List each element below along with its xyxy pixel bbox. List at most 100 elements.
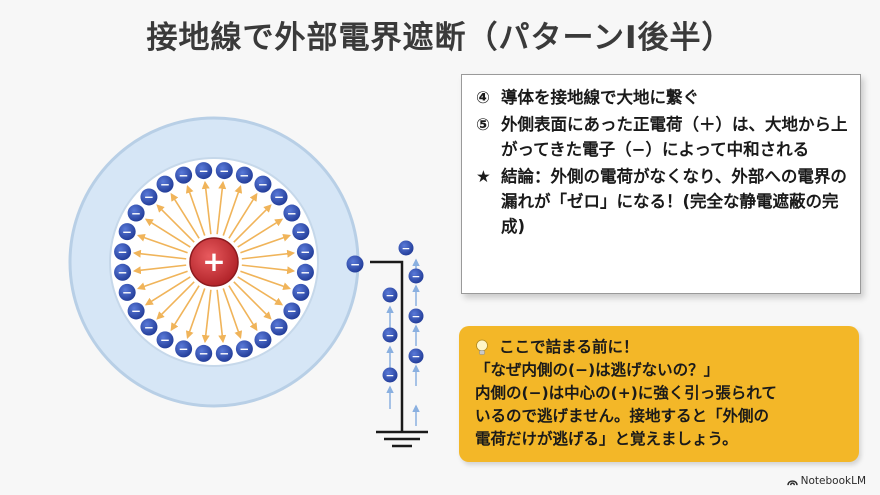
field-arrow — [132, 249, 187, 260]
svg-text:−: − — [144, 320, 154, 334]
inner-electron: − — [140, 188, 158, 206]
inner-electron: − — [215, 344, 233, 362]
inner-electron: − — [175, 340, 193, 358]
svg-text:−: − — [386, 370, 395, 382]
svg-text:−: − — [199, 347, 209, 361]
inner-electron: − — [118, 223, 136, 241]
svg-text:−: − — [258, 333, 268, 347]
inner-electron: − — [114, 243, 132, 261]
note-line-2: 内側の(−)は中心の(+)に強く引っ張られて — [475, 384, 777, 402]
field-arrow — [237, 276, 284, 306]
inner-electron: − — [296, 243, 314, 261]
svg-text:−: − — [118, 266, 128, 280]
field-arrow — [185, 288, 206, 340]
inner-electron: − — [127, 302, 145, 320]
svg-text:−: − — [287, 206, 297, 220]
ground-electron: − — [408, 308, 424, 324]
svg-text:−: − — [300, 266, 310, 280]
field-arrow — [170, 285, 200, 332]
brand-label: NotebookLM — [800, 475, 866, 487]
svg-text:−: − — [144, 190, 154, 204]
field-arrow — [144, 218, 191, 248]
svg-text:−: − — [412, 271, 421, 283]
svg-text:−: − — [239, 342, 249, 356]
svg-text:−: − — [219, 164, 229, 178]
inner-electron: − — [292, 223, 310, 241]
inner-electron: − — [140, 318, 158, 336]
inner-electron: − — [175, 166, 193, 184]
field-arrow — [233, 204, 272, 243]
field-arrow — [132, 264, 187, 275]
field-arrow — [222, 184, 243, 236]
ground-electron: − — [408, 348, 424, 364]
svg-text:−: − — [131, 206, 141, 220]
field-arrow — [241, 249, 296, 260]
svg-text:−: − — [402, 243, 411, 255]
star-icon: ★ — [476, 167, 491, 186]
svg-text:−: − — [287, 304, 297, 318]
step-4-marker: ④ — [476, 88, 490, 107]
svg-text:−: − — [386, 330, 395, 342]
explanation-box: ④ 導体を接地線で大地に繋ぐ ⑤ 外側表面にあった正電荷（＋）は、大地から上がっ… — [461, 74, 861, 294]
page-title: 接地線で外部電界遮断（パターンⅠ後半） — [146, 20, 734, 56]
inner-surface-charges: −−−−−−−−−−−−−−−−−−−−−−−−−−−− — [114, 162, 314, 362]
svg-text:−: − — [179, 168, 189, 182]
inner-electron: − — [156, 331, 174, 349]
svg-text:−: − — [412, 311, 421, 323]
ground-electron: − — [382, 327, 398, 343]
svg-text:−: − — [219, 347, 229, 361]
brand-watermark: NotebookLM — [786, 475, 866, 487]
field-arrow — [144, 276, 191, 306]
field-arrow — [201, 289, 212, 344]
note-heading: ここで詰まる前に！ — [499, 338, 639, 356]
field-arrow — [136, 233, 188, 254]
svg-text:−: − — [160, 333, 170, 347]
svg-text:−: − — [160, 177, 170, 191]
outer-surface-electron: − — [346, 255, 364, 273]
note-line-3: いるので逃げません。接地すると「外側の — [475, 407, 770, 425]
svg-text:−: − — [300, 245, 310, 259]
conclusion-text: 結論：外側の電荷がなくなり、外部への電界の漏れが「ゼロ」になる！(完全な静電遮蔽… — [501, 167, 847, 236]
tip-note: ここで詰まる前に！ 「なぜ内側の(−)は逃げないの？」 内側の(−)は中心の(+… — [459, 326, 859, 462]
inner-electron: − — [127, 204, 145, 222]
svg-text:−: − — [274, 320, 284, 334]
step-5-text: 外側表面にあった正電荷（＋）は、大地から上がってきた電子（−）によって中和される — [501, 115, 848, 159]
field-arrow — [170, 192, 200, 239]
svg-text:−: − — [199, 164, 209, 178]
svg-text:−: − — [122, 225, 132, 239]
field-arrow — [228, 285, 258, 332]
inner-electron: − — [254, 331, 272, 349]
center-positive-charge: + — [189, 237, 239, 287]
field-arrow — [216, 289, 227, 344]
field-arrow — [233, 281, 272, 320]
svg-text:−: − — [118, 245, 128, 259]
field-arrow — [136, 270, 188, 291]
inner-electron: − — [156, 175, 174, 193]
inner-electron: − — [118, 283, 136, 301]
svg-text:−: − — [296, 286, 306, 300]
field-arrow — [201, 180, 212, 235]
field-arrow — [240, 270, 292, 291]
notebooklm-logo-icon — [786, 479, 798, 485]
field-arrow — [237, 218, 284, 248]
inner-electron: − — [296, 263, 314, 281]
inner-electron: − — [270, 188, 288, 206]
svg-text:−: − — [122, 286, 132, 300]
field-arrow — [156, 281, 195, 320]
rising-electrons: − − − − − − − — [382, 240, 424, 426]
ground-electron: − — [398, 240, 414, 256]
svg-text:−: − — [412, 351, 421, 363]
inner-electron: − — [195, 344, 213, 362]
svg-text:−: − — [274, 190, 284, 204]
inner-electron: − — [235, 166, 253, 184]
step-5: ⑤ 外側表面にあった正電荷（＋）は、大地から上がってきた電子（−）によって中和さ… — [476, 112, 848, 162]
svg-text:−: − — [386, 290, 395, 302]
field-arrow — [241, 264, 296, 275]
svg-text:−: − — [350, 258, 360, 272]
step-5-marker: ⑤ — [476, 115, 490, 134]
inner-electron: − — [215, 162, 233, 180]
svg-text:−: − — [131, 304, 141, 318]
field-arrow — [222, 288, 243, 340]
ground-electron: − — [382, 367, 398, 383]
svg-text:−: − — [179, 342, 189, 356]
